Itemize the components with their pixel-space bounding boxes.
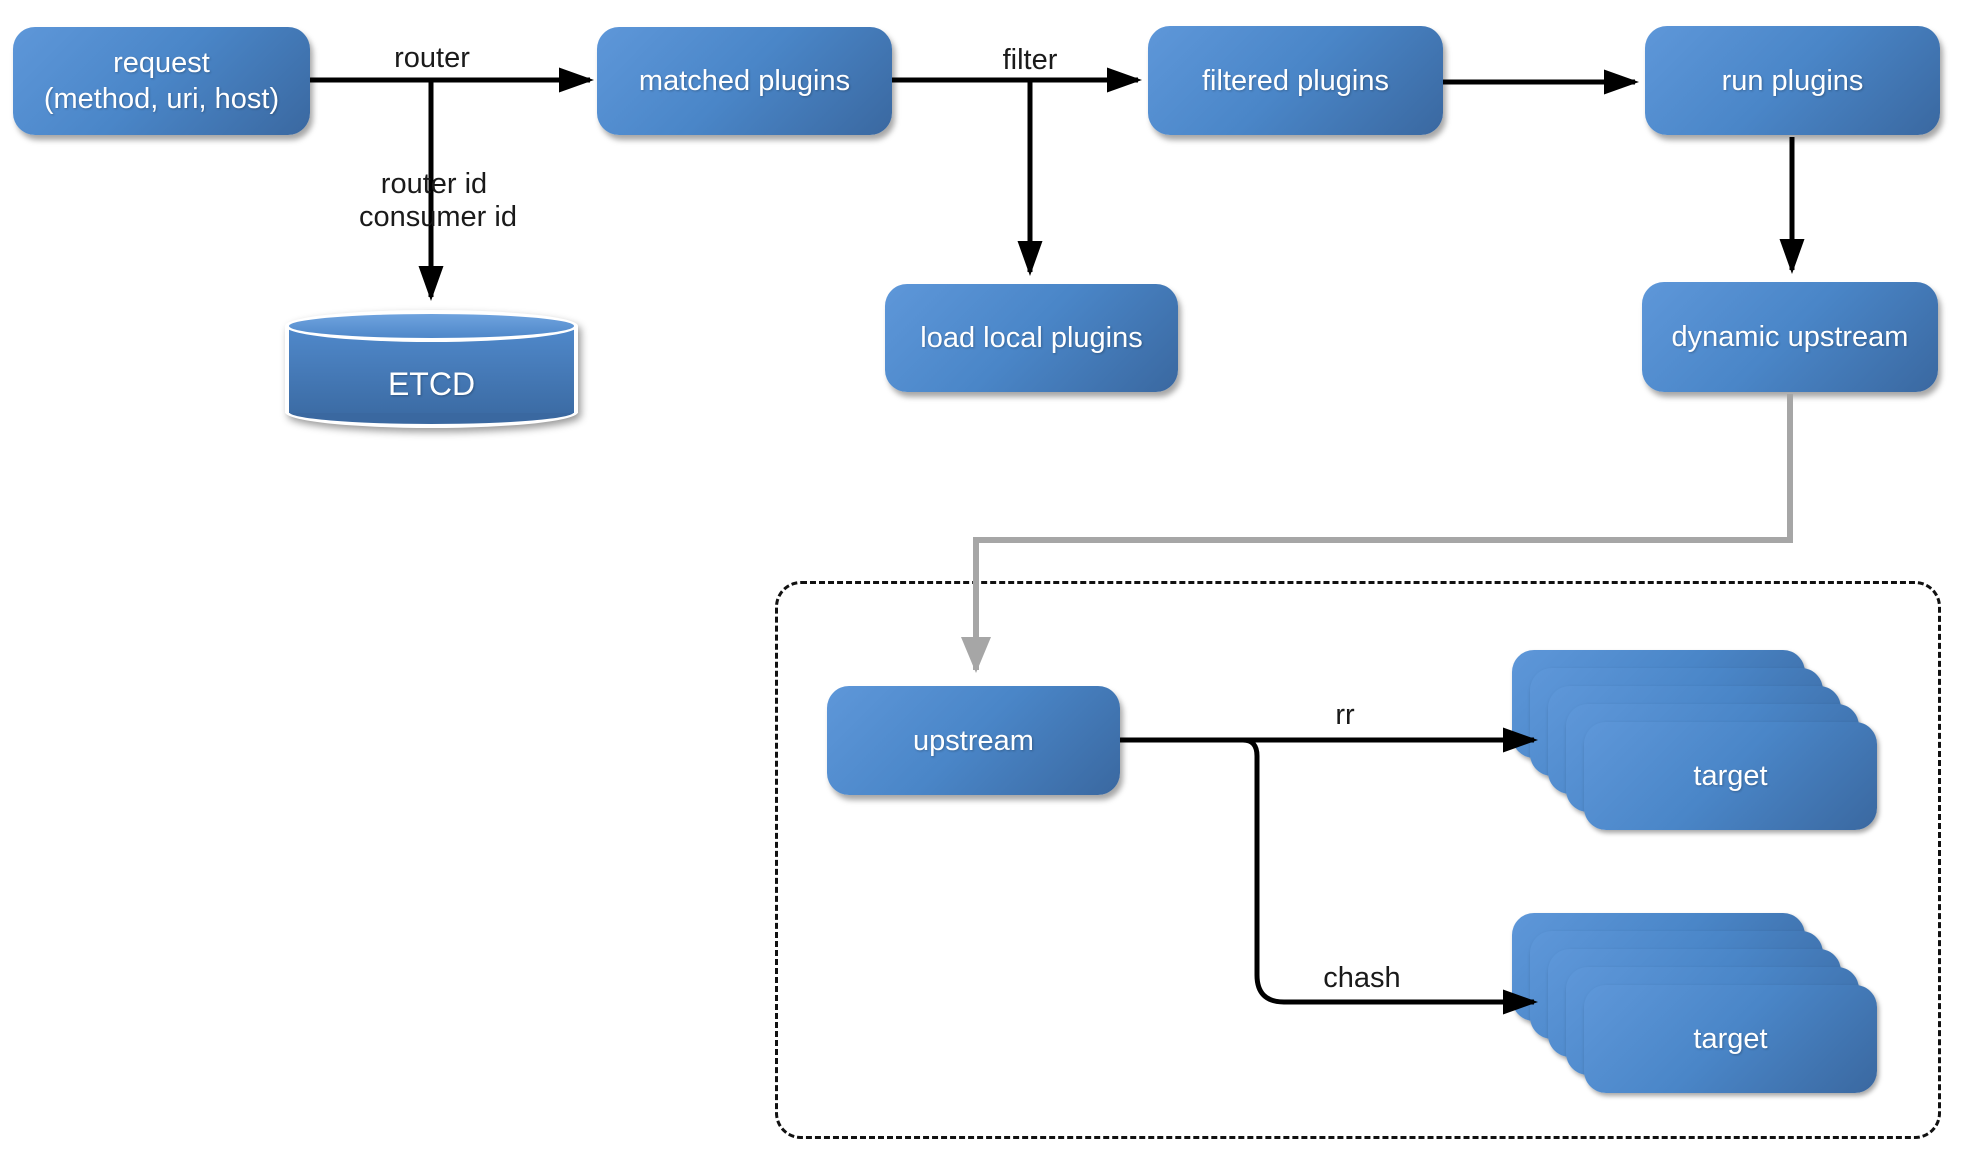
- matched-plugins-node: matched plugins: [597, 27, 892, 135]
- target-node-rr: target: [1584, 722, 1877, 830]
- etcd-database-cylinder: ETCD: [285, 310, 578, 428]
- edge-label-rr: rr: [1335, 699, 1355, 731]
- edge-label-chash: chash: [1323, 962, 1401, 994]
- run-plugins-node: run plugins: [1645, 26, 1940, 135]
- request-node-label: request (method, uri, host): [43, 47, 280, 115]
- etcd-label: ETCD: [387, 365, 476, 402]
- edge-label-router: router: [394, 42, 470, 74]
- upstream-node: upstream: [827, 686, 1120, 795]
- load-local-plugins-node: load local plugins: [885, 284, 1178, 392]
- edge-label-filter: filter: [1002, 44, 1058, 76]
- target-node-chash: target: [1584, 985, 1877, 1093]
- cylinder-top: [285, 310, 578, 342]
- request-node: request (method, uri, host): [13, 27, 310, 135]
- filtered-plugins-node: filtered plugins: [1148, 26, 1443, 135]
- edge-label-consumer-id: consumer id: [359, 201, 517, 233]
- target-stack-rr: target: [1512, 650, 1878, 831]
- edge-label-router-id: router id: [380, 168, 488, 200]
- target-stack-chash: target: [1512, 913, 1878, 1094]
- dynamic-upstream-node: dynamic upstream: [1642, 282, 1938, 392]
